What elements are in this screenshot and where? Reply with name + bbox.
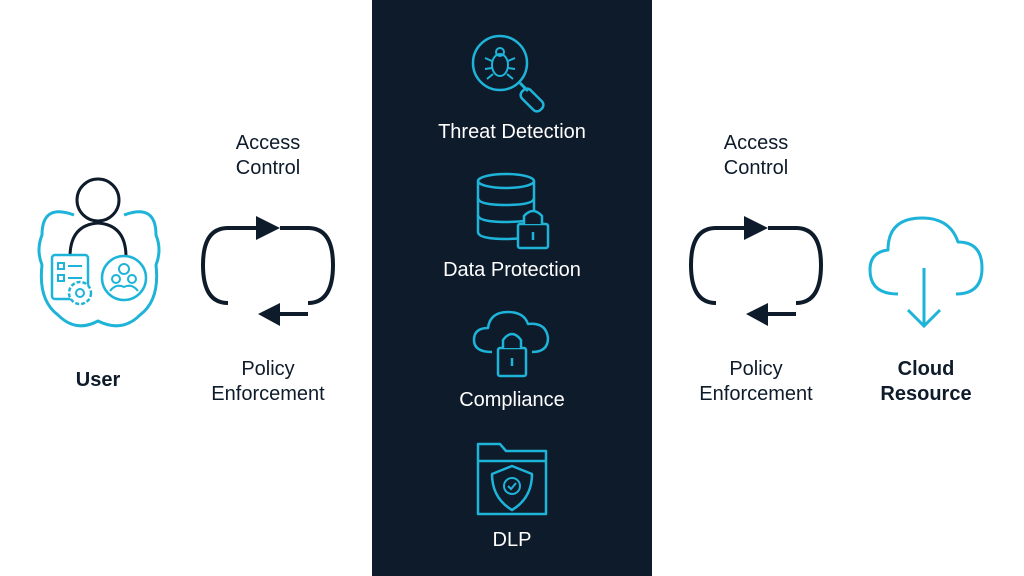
right-cycle-arrows-icon	[688, 216, 824, 326]
cloud-download-icon	[868, 216, 984, 329]
cloud-lock-icon	[472, 310, 550, 378]
user-label: User	[75, 369, 121, 391]
threat-detection-label: Threat Detection	[438, 121, 586, 143]
data-protection-label: Data Protection	[443, 259, 581, 281]
compliance-label: Compliance	[459, 389, 565, 411]
bug-magnifier-icon	[471, 34, 545, 113]
database-lock-icon	[476, 172, 550, 250]
dlp-label: DLP	[492, 529, 532, 551]
left-cycle-arrows-icon	[200, 216, 336, 326]
user-group-icon	[37, 177, 161, 328]
folder-shield-icon	[476, 442, 548, 516]
